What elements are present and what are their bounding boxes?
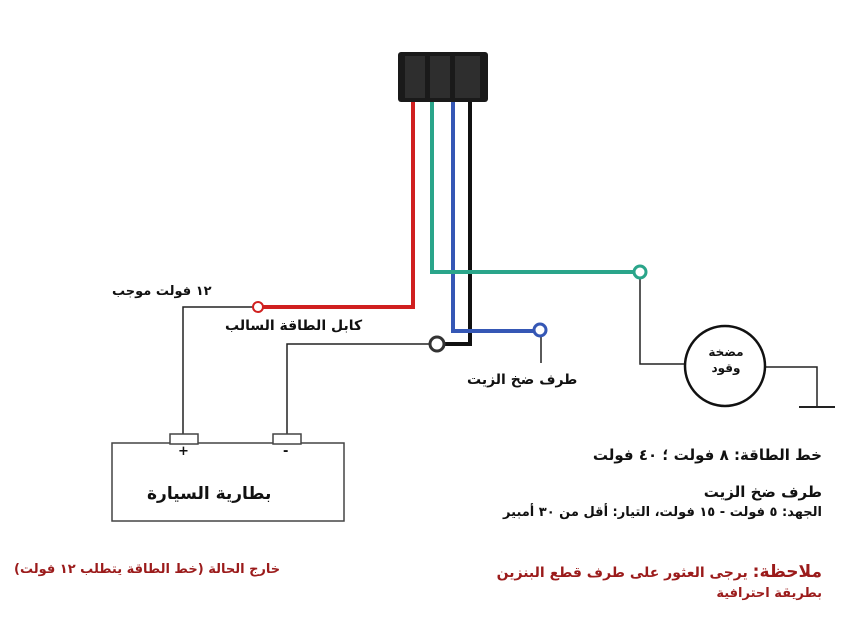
- negative-lead: [286, 343, 432, 434]
- oil-spec-title: طرف ضخ الزيت: [703, 483, 822, 501]
- battery-plus-label: +: [178, 444, 189, 459]
- blue-wire: [451, 102, 536, 333]
- connector-plug: [398, 52, 488, 102]
- note-text: يرجى العثور على طرف قطع البنزين: [496, 565, 748, 581]
- battery-body: [111, 442, 345, 522]
- negative-cable-label: كابل الطاقة السالب: [225, 318, 363, 334]
- negative-terminal: [428, 335, 446, 353]
- note-line-2: بطريقة احترافية: [716, 586, 822, 601]
- fuel-pump: [683, 324, 767, 408]
- ground-lead: [765, 366, 818, 407]
- note-prefix: ملاحظة:: [752, 562, 822, 582]
- pump-lead: [639, 278, 686, 365]
- battery-post-negative: [272, 433, 302, 445]
- oil-terminal-label: طرف ضخ الزيت: [467, 372, 578, 388]
- positive-terminal: [252, 301, 264, 313]
- outside-case-note: خارج الحالة (خط الطاقة يتطلب ١٢ فولت): [14, 562, 281, 577]
- green-terminal: [632, 264, 648, 280]
- oil-spec-detail: الجهد: ٥ فولت - ١٥ فولت، التيار: أقل من …: [503, 505, 822, 520]
- positive-12v-label: ۱۲ فولت موجب: [112, 284, 212, 299]
- black-wire: [443, 102, 472, 346]
- oil-terminal: [532, 322, 548, 338]
- green-wire: [430, 102, 637, 274]
- battery-post-positive: [169, 433, 199, 445]
- pump-label: مضخة وقود: [708, 345, 744, 375]
- positive-lead: [182, 306, 254, 434]
- red-wire: [262, 102, 415, 309]
- battery-title: بطارية السيارة: [147, 484, 272, 504]
- note-line-1: ملاحظة: يرجى العثور على طرف قطع البنزين: [497, 562, 822, 582]
- battery-minus-label: -: [283, 444, 289, 459]
- power-line-spec: خط الطاقة: ٨ فولت ؛ ٤٠ فولت: [592, 446, 822, 464]
